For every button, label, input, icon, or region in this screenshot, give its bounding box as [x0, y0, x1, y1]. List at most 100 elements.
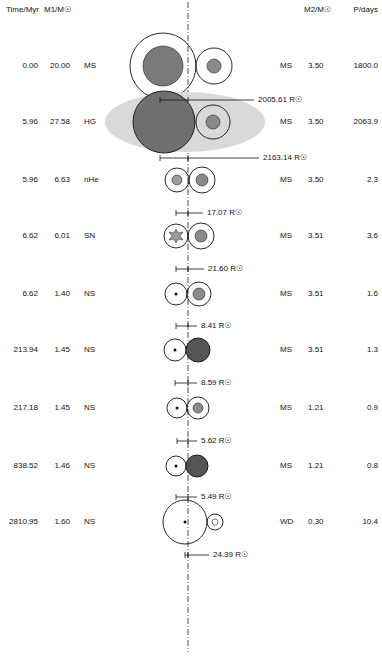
time-value: 217.18: [14, 403, 38, 413]
roche-lobe: [167, 398, 187, 418]
type2-value: MS: [280, 117, 292, 127]
roche-lobe: [207, 514, 223, 530]
type1-value: NS: [84, 345, 95, 355]
type1-value: HG: [84, 117, 96, 127]
type2-value: WD: [280, 517, 293, 527]
separation-value: 17.07 R☉: [207, 208, 242, 218]
star: [207, 59, 221, 73]
roche-lobe: [187, 397, 209, 419]
mass2-value: 3.51: [308, 231, 324, 241]
roche-lobe: [163, 500, 207, 544]
roche-lobe: [130, 33, 196, 99]
neutron-star: [176, 407, 179, 410]
separation-value: 24.39 R☉: [213, 550, 248, 560]
star: [195, 230, 207, 242]
supernova-symbol: [169, 229, 183, 243]
type1-value: MS: [84, 61, 96, 71]
roche-lobe: [188, 223, 214, 249]
star: [193, 288, 205, 300]
type1-value: nHe: [84, 175, 99, 185]
mass1-value: 6.63: [54, 175, 70, 185]
separation-value: 5.49 R☉: [201, 492, 232, 502]
column-header: Time/Myr: [6, 5, 39, 15]
separation-value: 2163.14 R☉: [263, 153, 307, 163]
time-value: 6.62: [22, 289, 38, 299]
time-value: 2810.95: [9, 517, 38, 527]
period-value: 2063.9: [354, 117, 378, 127]
star: [206, 115, 220, 129]
roche-lobe: [165, 283, 187, 305]
roche-lobe: [164, 339, 186, 361]
star: [143, 46, 183, 86]
period-value: 1.3: [367, 345, 378, 355]
roche-lobe: [164, 224, 188, 248]
type1-value: NS: [84, 461, 95, 471]
type2-value: MS: [280, 231, 292, 241]
mass2-value: 3.50: [308, 117, 324, 127]
mass1-value: 6.01: [54, 231, 70, 241]
period-value: 1.6: [367, 289, 378, 299]
time-value: 0.00: [22, 61, 38, 71]
roche-lobe: [166, 456, 186, 476]
time-value: 213.94: [14, 345, 38, 355]
mass2-value: 3.50: [308, 61, 324, 71]
time-value: 5.96: [22, 175, 38, 185]
mass1-value: 27.58: [50, 117, 70, 127]
type2-value: MS: [280, 403, 292, 413]
period-value: 2.3: [367, 175, 378, 185]
neutron-star: [174, 349, 177, 352]
type2-value: MS: [280, 175, 292, 185]
mass1-value: 1.40: [54, 289, 70, 299]
mass1-value: 1.46: [54, 461, 70, 471]
star: [186, 455, 208, 477]
column-header: P/days: [354, 5, 378, 15]
mass2-value: 3.51: [308, 289, 324, 299]
separation-value: 21.60 R☉: [208, 264, 243, 274]
period-value: 0.8: [367, 461, 378, 471]
envelope: [105, 92, 265, 152]
separation-bars: [160, 97, 259, 558]
column-header: M1/M☉: [44, 5, 71, 15]
type1-value: SN: [84, 231, 95, 241]
time-value: 838.52: [14, 461, 38, 471]
mass1-value: 1.60: [54, 517, 70, 527]
separation-value: 8.59 R☉: [201, 378, 232, 388]
mass1-value: 1.45: [54, 403, 70, 413]
time-value: 5.96: [22, 117, 38, 127]
neutron-star: [184, 521, 187, 524]
roche-lobe: [165, 168, 189, 192]
neutron-star: [175, 293, 178, 296]
period-value: 3.6: [367, 231, 378, 241]
white-dwarf: [212, 519, 218, 525]
type2-value: MS: [280, 345, 292, 355]
type1-value: NS: [84, 403, 95, 413]
type2-value: MS: [280, 289, 292, 299]
star: [196, 174, 208, 186]
column-header: M2/M☉: [304, 5, 331, 15]
time-value: 6.62: [22, 231, 38, 241]
period-value: 10.4: [362, 517, 378, 527]
roche-lobe: [189, 167, 215, 193]
separation-value: 5.62 R☉: [201, 436, 232, 446]
period-value: 0.9: [367, 403, 378, 413]
type1-value: NS: [84, 517, 95, 527]
mass2-value: 0.30: [308, 517, 324, 527]
mass1-value: 1.45: [54, 345, 70, 355]
mass2-value: 3.50: [308, 175, 324, 185]
mass1-value: 20.00: [50, 61, 70, 71]
period-value: 1800.0: [354, 61, 378, 71]
separation-value: 2005.61 R☉: [258, 95, 302, 105]
star: [186, 338, 210, 362]
roche-lobe: [187, 282, 211, 306]
type2-value: MS: [280, 61, 292, 71]
mass2-value: 3.51: [308, 345, 324, 355]
type1-value: NS: [84, 289, 95, 299]
star: [172, 175, 182, 185]
type2-value: MS: [280, 461, 292, 471]
neutron-star: [175, 465, 178, 468]
separation-value: 8.41 R☉: [201, 321, 232, 331]
mass2-value: 1.21: [308, 461, 324, 471]
star: [193, 403, 203, 413]
mass2-value: 1.21: [308, 403, 324, 413]
